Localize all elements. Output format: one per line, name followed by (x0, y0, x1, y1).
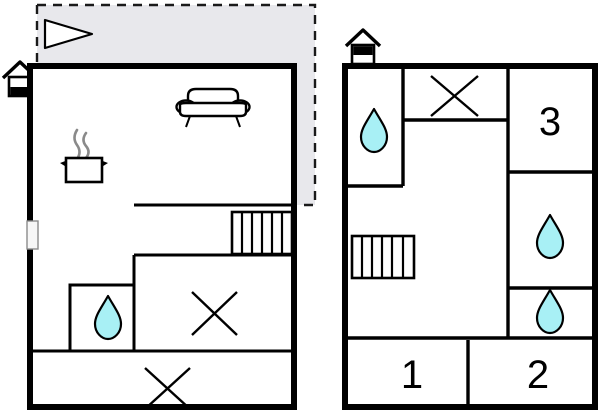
upper-floor-plan: 3 1 2 (342, 28, 598, 410)
upper-floor-partitions (348, 68, 593, 405)
cross-icon-room-top (430, 75, 479, 117)
entrance-icon-upper (344, 28, 382, 66)
staircase-icon-ground (230, 210, 294, 256)
room-number-2: 2 (527, 353, 549, 397)
room-number-1: 1 (401, 353, 423, 397)
sofa-icon (175, 87, 251, 128)
ground-floor-plan (1, 3, 317, 410)
triangle-arrow-icon (43, 18, 94, 50)
room-number-3: 3 (539, 100, 561, 144)
terrace-area (35, 3, 317, 207)
cross-icon-bedroom-lower (144, 367, 191, 410)
door-marker-icon (26, 220, 39, 250)
cooking-pot-icon (60, 128, 108, 184)
staircase-icon-upper (350, 234, 416, 280)
cross-icon-bedroom-upper (191, 291, 238, 336)
